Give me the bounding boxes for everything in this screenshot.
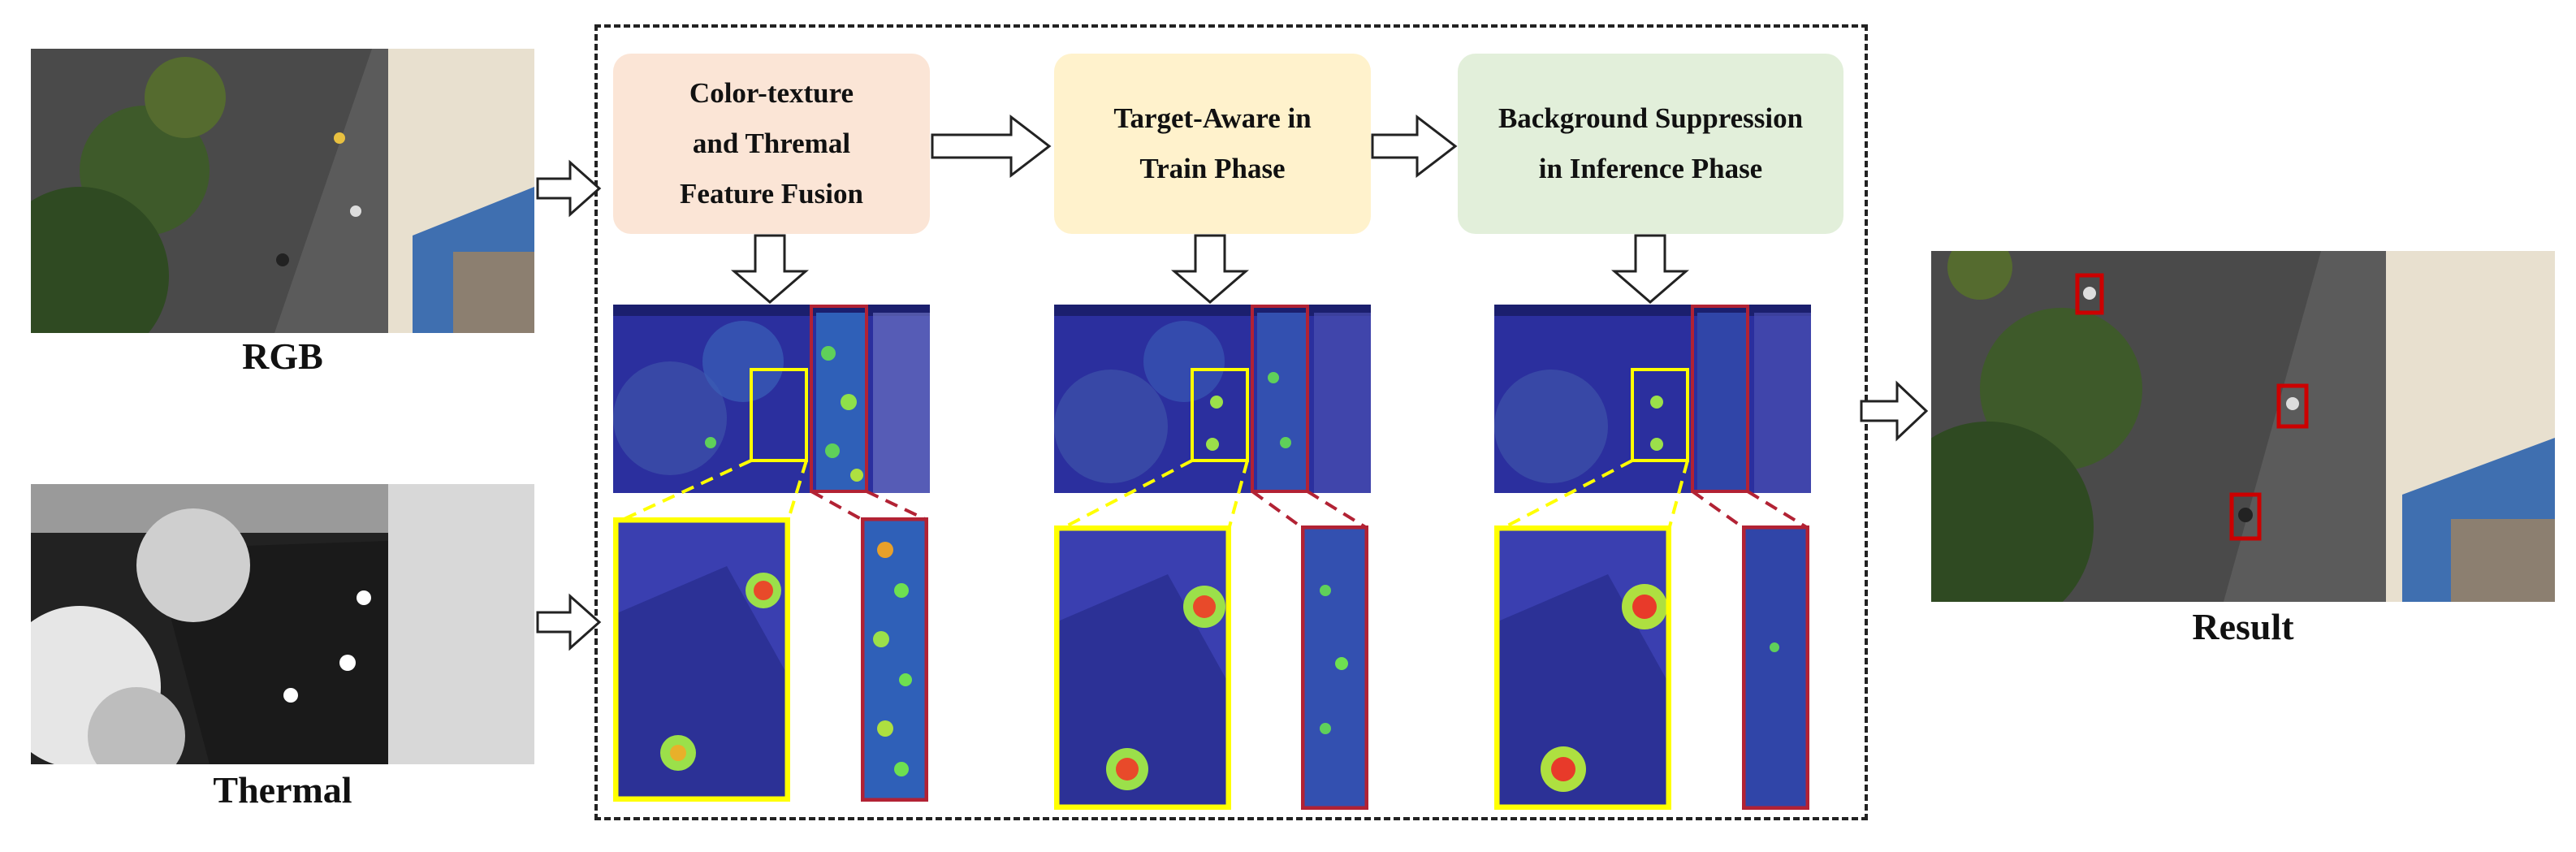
stage3-down-arrow (1610, 234, 1690, 304)
result-image (1931, 251, 2555, 602)
thermal-input-image (31, 484, 534, 764)
rgb-input-image (31, 49, 534, 333)
zoom-line-target-3a (1499, 459, 1633, 531)
fusion-target-zoom (613, 517, 790, 802)
zoom-line-target-1a (618, 459, 752, 523)
stage2-down-arrow (1170, 234, 1250, 304)
zoom-line-bg-1a (810, 490, 863, 521)
fusion-heatmap-overview (613, 305, 930, 493)
target-aware-heatmap-overview (1054, 305, 1371, 493)
zoom-line-bg-2a (1251, 490, 1304, 530)
zoom-line-bg-3b (1746, 490, 1809, 530)
suppression-target-zoom (1494, 525, 1671, 810)
result-label: Result (2192, 606, 2294, 647)
fusion-background-zoom (861, 517, 928, 802)
stage2-to-stage3-arrow (1371, 114, 1458, 179)
zoom-line-bg-2b (1306, 490, 1368, 530)
target-aware-target-zoom (1054, 525, 1231, 810)
rgb-arrow (536, 159, 602, 218)
suppression-background-zoom (1742, 525, 1809, 810)
zoom-line-target-3b (1667, 460, 1689, 530)
target-aware-background-zoom (1301, 525, 1368, 810)
zoom-line-bg-3a (1691, 490, 1745, 530)
pipeline-frame (594, 24, 1868, 820)
rgb-label: RGB (242, 335, 323, 377)
thermal-label: Thermal (213, 769, 352, 811)
zoom-line-target-1b (786, 460, 808, 522)
result-arrow (1860, 380, 1929, 442)
stage1-to-stage2-arrow (931, 114, 1052, 179)
thermal-arrow (536, 593, 602, 651)
zoom-line-target-2a (1059, 459, 1193, 531)
zoom-line-target-2b (1227, 460, 1249, 530)
stage1-down-arrow (730, 234, 810, 304)
suppression-heatmap-overview (1494, 305, 1811, 493)
zoom-line-bg-1b (866, 490, 927, 521)
